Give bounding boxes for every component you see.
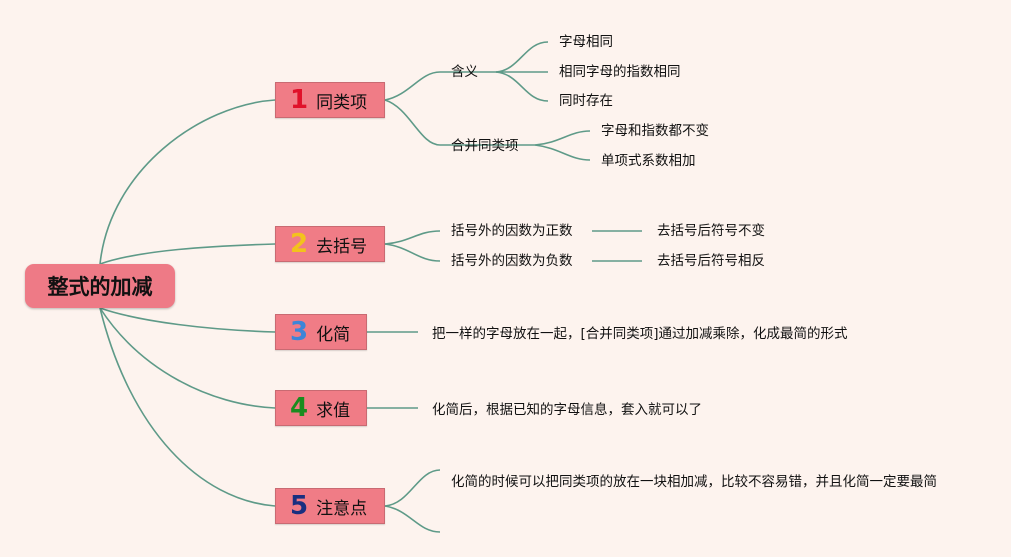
- branch-label-2: 去括号: [316, 236, 368, 257]
- branch-node-1[interactable]: 1 同类项: [275, 82, 385, 118]
- note-evaluate[interactable]: 化简后，根据已知的字母信息，套入就可以了: [432, 402, 702, 418]
- branch-label-3: 化简: [316, 324, 351, 345]
- topic-negative-factor[interactable]: 括号外的因数为负数: [451, 253, 573, 269]
- branch-node-4[interactable]: 4 求值: [275, 390, 367, 426]
- branch-number-5: 5: [290, 491, 309, 521]
- subtopic-same-letters[interactable]: 字母相同: [559, 34, 613, 50]
- subtopic-add-coefficients[interactable]: 单项式系数相加: [601, 153, 696, 169]
- branch-label-4: 求值: [316, 400, 351, 421]
- branch-label-1: 同类项: [316, 92, 368, 113]
- branch-number-1: 1: [290, 85, 309, 115]
- subtopic-sign-unchanged[interactable]: 去括号后符号不变: [657, 223, 765, 239]
- subtopic-coexist[interactable]: 同时存在: [559, 93, 613, 109]
- subtopic-same-exponents[interactable]: 相同字母的指数相同: [559, 64, 681, 80]
- note-caution[interactable]: 化简的时候可以把同类项的放在一块相加减，比较不容易错，并且化简一定要最简: [451, 474, 937, 490]
- subtopic-letters-exponents-unchanged[interactable]: 字母和指数都不变: [601, 123, 709, 139]
- branch-label-5: 注意点: [316, 498, 368, 519]
- root-node[interactable]: 整式的加减: [25, 264, 175, 308]
- note-simplify[interactable]: 把一样的字母放在一起，[合并同类项]通过加减乘除，化成最简的形式: [432, 326, 848, 342]
- topic-positive-factor[interactable]: 括号外的因数为正数: [451, 223, 573, 239]
- branch-number-4: 4: [290, 393, 309, 423]
- branch-node-2[interactable]: 2 去括号: [275, 226, 385, 262]
- branch-number-3: 3: [290, 317, 309, 347]
- subtopic-sign-reversed[interactable]: 去括号后符号相反: [657, 253, 765, 269]
- branch-node-5[interactable]: 5 注意点: [275, 488, 385, 524]
- root-label: 整式的加减: [47, 275, 153, 299]
- topic-meaning[interactable]: 含义: [451, 64, 478, 80]
- topic-combine-like-terms[interactable]: 合并同类项: [451, 138, 519, 154]
- branch-node-3[interactable]: 3 化简: [275, 314, 367, 350]
- branch-number-2: 2: [290, 229, 309, 259]
